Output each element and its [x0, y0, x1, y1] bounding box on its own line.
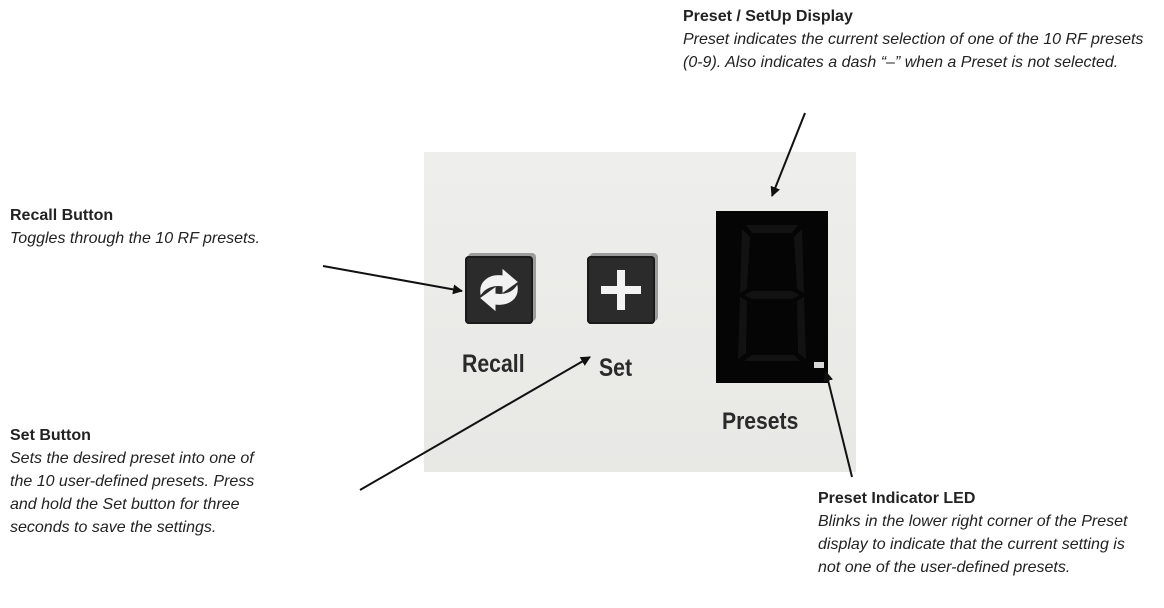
callout-title: Recall Button	[10, 207, 114, 224]
plus-icon	[601, 270, 641, 310]
callout-recall-button: Recall Button Toggles through the 10 RF …	[10, 205, 390, 250]
preset-display	[716, 211, 828, 383]
arrow-to-indicator-led	[823, 371, 853, 478]
callout-title: Preset / SetUp Display	[683, 8, 853, 25]
arrow-to-set-button	[359, 356, 591, 491]
callout-title: Preset Indicator LED	[818, 490, 976, 507]
callout-title: Set Button	[10, 427, 91, 444]
callout-description: Sets the desired preset into one of the …	[10, 450, 255, 536]
callout-description: Toggles through the 10 RF presets.	[10, 230, 260, 247]
seven-segment-digit	[738, 225, 806, 361]
callout-description: Preset indicates the current selection o…	[683, 31, 1144, 71]
callout-preset-indicator-led: Preset Indicator LED Blinks in the lower…	[818, 488, 1138, 579]
recall-arrows-icon	[480, 268, 518, 312]
set-button[interactable]	[587, 256, 655, 324]
callout-description: Blinks in the lower right corner of the …	[818, 513, 1128, 576]
recall-label: Recall	[462, 350, 525, 378]
callout-set-button: Set Button Sets the desired preset into …	[10, 425, 280, 539]
set-label: Set	[599, 354, 633, 382]
arrow-to-display	[770, 112, 806, 197]
arrow-to-recall-button	[322, 265, 463, 295]
presets-label: Presets	[722, 408, 799, 435]
recall-button[interactable]	[465, 256, 533, 324]
preset-indicator-led	[814, 362, 824, 368]
callout-preset-display: Preset / SetUp Display Preset indicates …	[683, 6, 1163, 74]
